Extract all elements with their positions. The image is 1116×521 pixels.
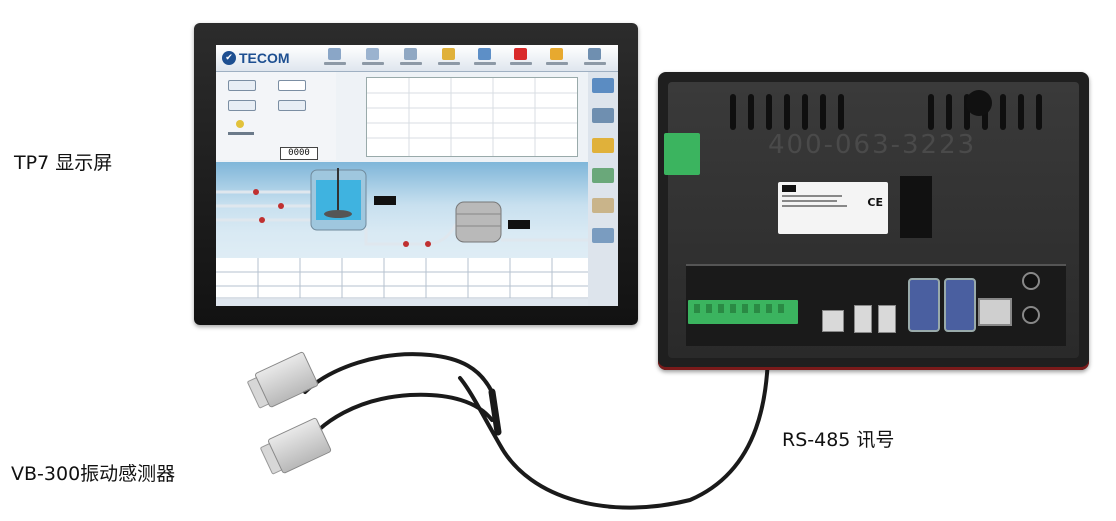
terminal-pin bbox=[778, 304, 784, 313]
power-terminal-block[interactable] bbox=[664, 133, 700, 175]
tecom-logo-icon: ✔ bbox=[222, 51, 236, 65]
tp7-monitor-front: ✔ TECOM 0000 bbox=[194, 23, 638, 325]
rear-watermark: 400-063-3223 bbox=[768, 130, 977, 160]
toolbar-data-icon[interactable] bbox=[478, 48, 491, 60]
rear-window bbox=[900, 176, 932, 238]
serial-port-com1[interactable] bbox=[908, 278, 940, 332]
toolbar-caption bbox=[324, 62, 346, 65]
terminal-pin bbox=[754, 304, 760, 313]
toolbar-caption bbox=[438, 62, 460, 65]
cable-junction bbox=[488, 388, 502, 436]
toolbar-stop-icon[interactable] bbox=[514, 48, 527, 60]
hmi-screen: ✔ TECOM 0000 bbox=[216, 45, 618, 306]
hmi-mini-button[interactable] bbox=[278, 100, 306, 111]
usb-b-port[interactable] bbox=[822, 310, 844, 332]
serial-port-com2[interactable] bbox=[944, 278, 976, 332]
terminal-pin bbox=[706, 304, 712, 313]
vent-slot bbox=[802, 94, 808, 130]
toolbar-exit-icon[interactable] bbox=[588, 48, 601, 60]
toolbar-alarm-icon[interactable] bbox=[442, 48, 455, 60]
spec-line bbox=[782, 200, 837, 202]
hmi-data-table bbox=[216, 258, 588, 306]
ethernet-port[interactable] bbox=[978, 298, 1012, 326]
side-menu-item[interactable] bbox=[592, 138, 614, 153]
spec-plate: CE bbox=[778, 182, 888, 234]
tecom-logo-text: TECOM bbox=[239, 50, 290, 66]
rs485-signal-label: RS-485 讯号 bbox=[782, 429, 895, 451]
toolbar-caption bbox=[510, 62, 532, 65]
vent-slot bbox=[820, 94, 826, 130]
vent-slot bbox=[964, 94, 970, 130]
vent-slot bbox=[784, 94, 790, 130]
hmi-process-diagram bbox=[216, 162, 588, 258]
status-lamp-icon bbox=[236, 120, 244, 128]
tecom-logo: ✔ TECOM bbox=[222, 49, 290, 67]
terminal-pin bbox=[730, 304, 736, 313]
vent-slot bbox=[748, 94, 754, 130]
tp7-rear-panel: 400-063-3223 CE bbox=[658, 72, 1089, 370]
vent-slot bbox=[730, 94, 736, 130]
toolbar-settings-icon[interactable] bbox=[404, 48, 417, 60]
usb-a-port[interactable] bbox=[878, 305, 896, 333]
side-menu-item[interactable] bbox=[592, 228, 614, 243]
rs485-terminal-block[interactable] bbox=[688, 300, 798, 324]
side-menu-item[interactable] bbox=[592, 168, 614, 183]
brand-mark-icon bbox=[782, 185, 796, 192]
hmi-side-menu bbox=[588, 72, 618, 306]
hmi-mini-button[interactable] bbox=[278, 80, 306, 91]
power-jack[interactable] bbox=[1022, 272, 1040, 290]
vent-slot bbox=[1036, 94, 1042, 130]
usb-a-port[interactable] bbox=[854, 305, 872, 333]
vent-slot bbox=[1000, 94, 1006, 130]
toolbar-caption bbox=[584, 62, 606, 65]
side-menu-item[interactable] bbox=[592, 198, 614, 213]
hmi-trend-chart bbox=[366, 77, 578, 157]
hmi-mini-button[interactable] bbox=[228, 80, 256, 91]
spec-line bbox=[782, 205, 847, 207]
rear-housing: 400-063-3223 CE bbox=[668, 82, 1079, 358]
vent-grille bbox=[718, 94, 1058, 134]
tp7-display-label: TP7 显示屏 bbox=[14, 152, 113, 174]
audio-jack[interactable] bbox=[1022, 306, 1040, 324]
terminal-pin bbox=[694, 304, 700, 313]
terminal-pin bbox=[718, 304, 724, 313]
buzzer-port bbox=[966, 90, 992, 116]
toolbar-caption bbox=[546, 62, 568, 65]
sensor-cable-upper bbox=[303, 352, 494, 394]
terminal-pin bbox=[766, 304, 772, 313]
io-port-panel bbox=[686, 264, 1066, 346]
vent-slot bbox=[766, 94, 772, 130]
vent-slot bbox=[1018, 94, 1024, 130]
hmi-toolbar: ✔ TECOM bbox=[216, 45, 618, 72]
toolbar-report-icon[interactable] bbox=[550, 48, 563, 60]
toolbar-home-icon[interactable] bbox=[328, 48, 341, 60]
spec-line bbox=[782, 195, 842, 197]
hmi-mini-button[interactable] bbox=[228, 100, 256, 111]
toolbar-monitor-icon[interactable] bbox=[366, 48, 379, 60]
hmi-counter-display: 0000 bbox=[280, 147, 318, 160]
hmi-control-panel: 0000 bbox=[216, 72, 336, 160]
vent-slot bbox=[838, 94, 844, 130]
ce-mark: CE bbox=[867, 196, 883, 209]
toolbar-caption bbox=[474, 62, 496, 65]
terminal-pin bbox=[742, 304, 748, 313]
vent-slot bbox=[946, 94, 952, 130]
lamp-caption bbox=[228, 132, 254, 135]
side-menu-item[interactable] bbox=[592, 108, 614, 123]
toolbar-caption bbox=[400, 62, 422, 65]
toolbar-caption bbox=[362, 62, 384, 65]
vb300-sensor-label: VB-300振动感测器 bbox=[11, 463, 176, 485]
vent-slot bbox=[928, 94, 934, 130]
side-menu-item[interactable] bbox=[592, 78, 614, 93]
